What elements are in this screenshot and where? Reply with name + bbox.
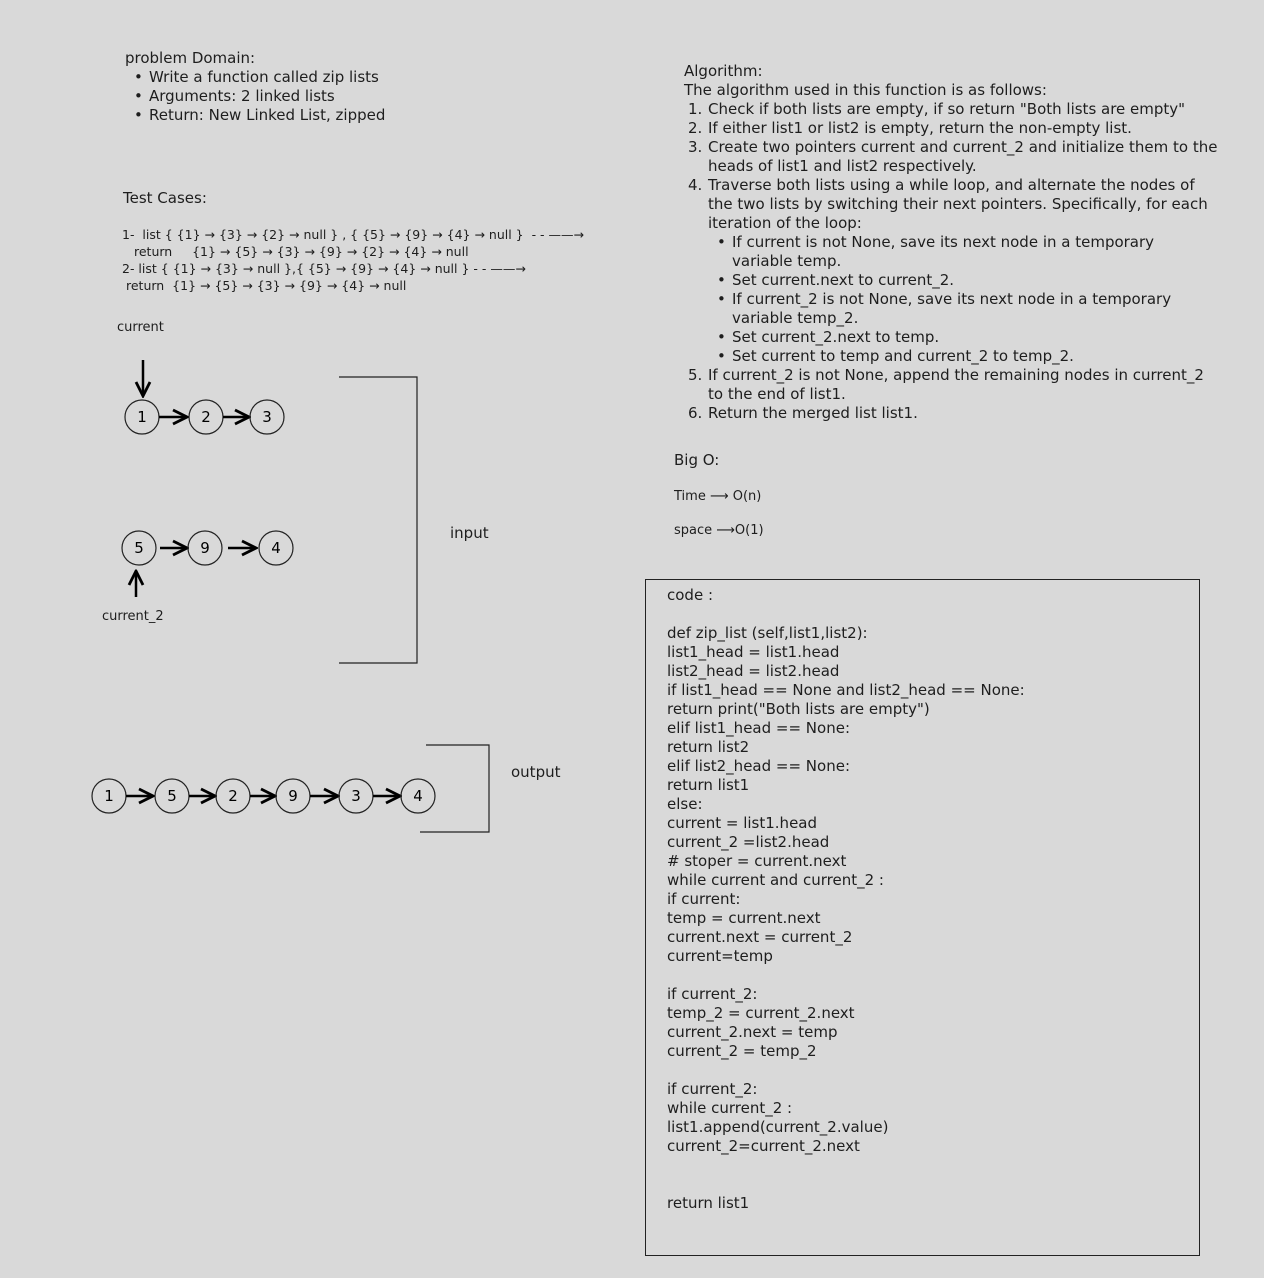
node-value: 4 [271, 539, 281, 557]
node-value: 3 [351, 787, 361, 805]
algorithm-substep: If current is not None, save its next no… [708, 233, 1219, 271]
algorithm-title: Algorithm: [684, 62, 763, 80]
code-line: current=temp [667, 947, 773, 965]
linked-list-diagram: current 1 2 3 5 9 4 current_2 input 1 5 … [91, 320, 561, 833]
algorithm-step: 3.Create two pointers current and curren… [688, 138, 1218, 175]
algorithm-step: 6.Return the merged list list1. [688, 404, 918, 422]
output-list: 1 5 2 9 3 4 [91, 778, 436, 814]
code-line [667, 1061, 1192, 1080]
current2-pointer-label: current_2 [102, 609, 164, 624]
code-line: if list1_head == None and list2_head == … [667, 681, 1025, 699]
code-line [667, 1175, 1192, 1194]
output-bracket [420, 744, 490, 833]
node-value: 4 [413, 787, 423, 805]
code-line: if current: [667, 890, 741, 908]
algorithm-step: 2.If either list1 or list2 is empty, ret… [688, 119, 1132, 137]
algorithm-substep: If current_2 is not None, save its next … [708, 290, 1219, 328]
code-line: if current_2: [667, 1080, 758, 1098]
node-value: 2 [201, 408, 211, 426]
code-line: else: [667, 795, 703, 813]
algorithm-substep: Set current to temp and current_2 to tem… [708, 347, 1219, 366]
list-node [258, 530, 294, 566]
algorithm-substeps: If current is not None, save its next no… [708, 233, 1219, 366]
node-value: 2 [228, 787, 238, 805]
node-value: 5 [134, 539, 144, 557]
test-case-line: return {1} → {5} → {3} → {9} → {2} → {4}… [134, 244, 469, 259]
algorithm-steps: 1.Check if both lists are empty, if so r… [684, 100, 1219, 423]
algorithm-step: 1.Check if both lists are empty, if so r… [688, 100, 1186, 118]
current-pointer-label: current [117, 320, 164, 335]
algorithm-step: 4.Traverse both lists using a while loop… [684, 176, 1219, 366]
code-line: temp = current.next [667, 909, 821, 927]
code-line: list1_head = list1.head [667, 643, 840, 661]
code-line [667, 1156, 1192, 1175]
algorithm-substep: Set current.next to current_2. [708, 271, 1219, 290]
step-text: If either list1 or list2 is empty, retur… [708, 119, 1132, 137]
problem-domain-list: Write a function called zip lists Argume… [125, 68, 505, 125]
test-cases-title: Test Cases: [123, 189, 207, 207]
node-value: 1 [104, 787, 114, 805]
step-text: Check if both lists are empty, if so ret… [708, 100, 1186, 118]
node-value: 3 [262, 408, 272, 426]
code-line [667, 605, 1192, 624]
code-line: def zip_list (self,list1,list2): [667, 624, 868, 642]
problem-domain: problem Domain: Write a function called … [125, 49, 505, 125]
code-line: list1.append(current_2.value) [667, 1118, 889, 1136]
code-line: list2_head = list2.head [667, 662, 840, 680]
node-value: 9 [200, 539, 210, 557]
input-bracket [339, 376, 418, 664]
code-line: while current and current_2 : [667, 871, 884, 889]
test-case-line: 1- list { {1} → {3} → {2} → null } , { {… [122, 227, 585, 242]
code-line: return print("Both lists are empty") [667, 700, 930, 718]
code-line: # stoper = current.next [667, 852, 847, 870]
code-line: current_2.next = temp [667, 1023, 838, 1041]
node-value: 5 [167, 787, 177, 805]
node-value: 1 [137, 408, 147, 426]
input-label: input [450, 524, 489, 542]
list2: 5 9 4 [121, 530, 294, 566]
test-case-line: 2- list { {1} → {3} → null },{ {5} → {9}… [122, 261, 526, 276]
code-line: current_2 = temp_2 [667, 1042, 817, 1060]
step-text: Create two pointers current and current_… [708, 138, 1218, 175]
list-node [400, 778, 436, 814]
code-line: temp_2 = current_2.next [667, 1004, 855, 1022]
code-title: code : [667, 586, 713, 604]
problem-item: Write a function called zip lists [125, 68, 505, 87]
code-listing: code :def zip_list (self,list1,list2):li… [667, 586, 1192, 1213]
time-complexity: Time ⟶ O(n) [674, 489, 762, 504]
step-text: Traverse both lists using a while loop, … [708, 176, 1208, 232]
big-o-title: Big O: [674, 451, 720, 469]
code-line: current.next = current_2 [667, 928, 853, 946]
code-line: elif list2_head == None: [667, 757, 850, 775]
list-node [121, 530, 157, 566]
code-line: while current_2 : [667, 1099, 793, 1117]
code-line: current = list1.head [667, 814, 818, 832]
code-line: if current_2: [667, 985, 758, 1003]
code-line: current_2=current_2.next [667, 1137, 860, 1155]
code-line [667, 966, 1192, 985]
output-label: output [511, 763, 561, 781]
test-case-line: return {1} → {5} → {3} → {9} → {4} → nul… [126, 278, 407, 293]
space-complexity: space ⟶O(1) [674, 523, 764, 538]
problem-domain-title: problem Domain: [125, 49, 256, 67]
code-line: elif list1_head == None: [667, 719, 850, 737]
list-node [187, 530, 223, 566]
list1: 1 2 3 [124, 399, 285, 435]
problem-item: Arguments: 2 linked lists [125, 87, 505, 106]
code-line: current_2 =list2.head [667, 833, 830, 851]
code-box [645, 579, 1200, 1256]
algorithm-substep: Set current_2.next to temp. [708, 328, 1219, 347]
code-line: return list1 [667, 776, 750, 794]
algorithm-section: Algorithm: The algorithm used in this fu… [684, 62, 1219, 423]
algorithm-intro: The algorithm used in this function is a… [684, 81, 1047, 99]
list-node [249, 399, 285, 435]
problem-item: Return: New Linked List, zipped [125, 106, 505, 125]
code-line: return list2 [667, 738, 750, 756]
node-value: 9 [288, 787, 298, 805]
algorithm-step: 5.If current_2 is not None, append the r… [688, 366, 1204, 403]
step-text: Return the merged list list1. [708, 404, 918, 422]
step-text: If current_2 is not None, append the rem… [708, 366, 1204, 403]
code-line: return list1 [667, 1194, 750, 1212]
